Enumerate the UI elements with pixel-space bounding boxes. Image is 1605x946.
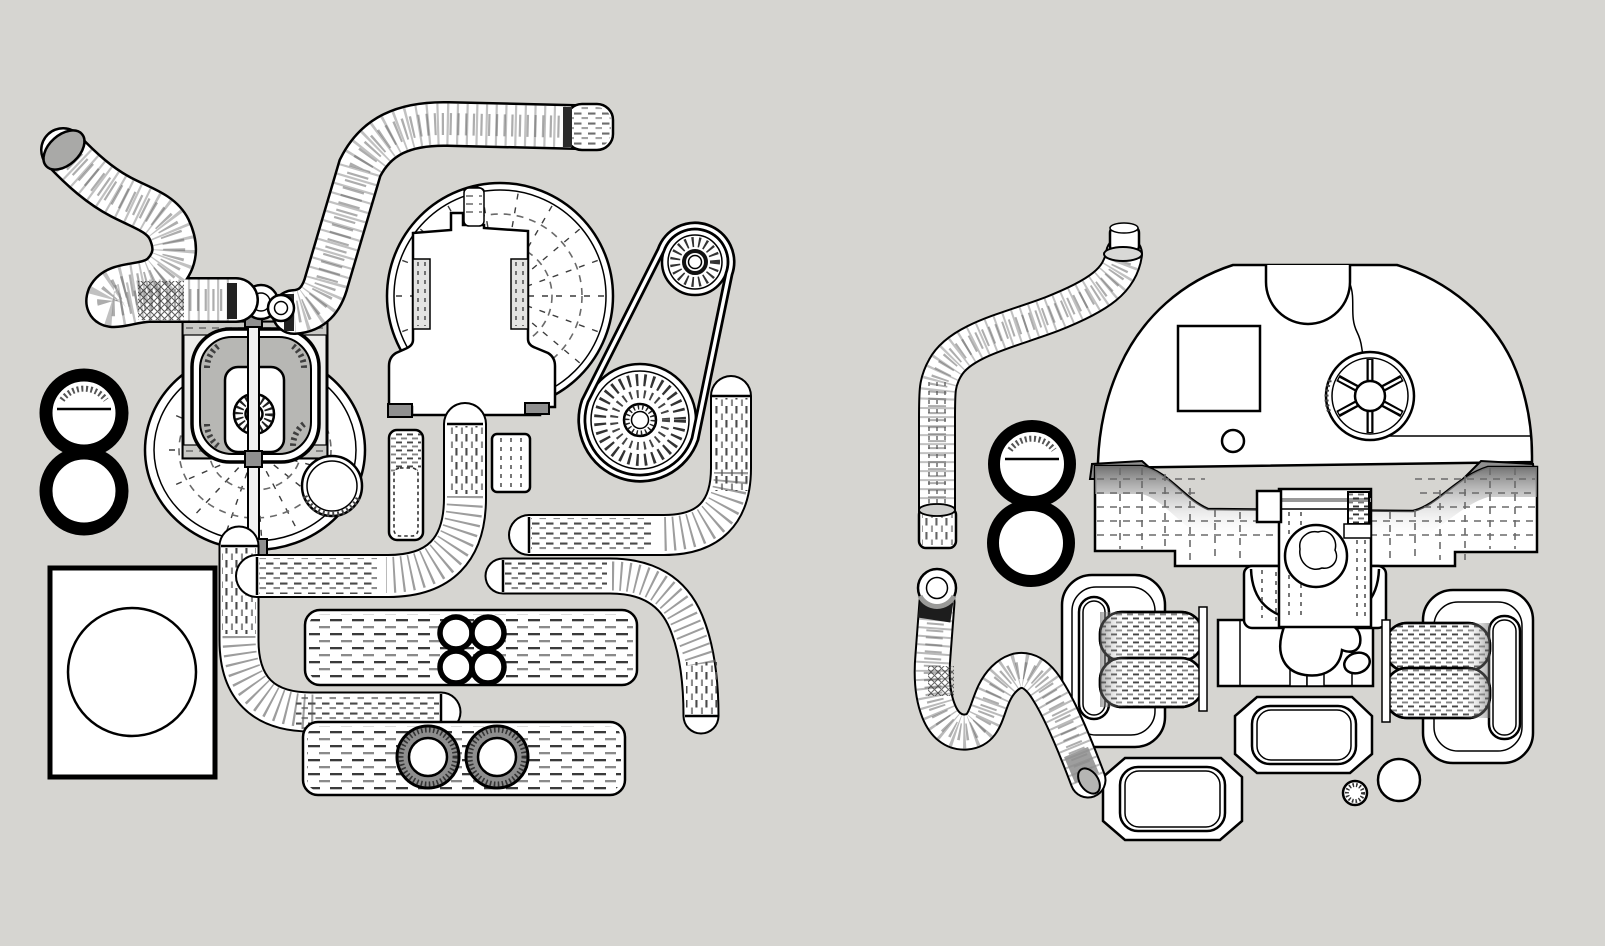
small-pulley: [660, 227, 730, 297]
hose-top-cap: [1103, 222, 1143, 262]
main-dome-cover: [1096, 263, 1534, 470]
finned-cartridge-left: [1098, 606, 1208, 712]
air-cleaner-left: [1060, 573, 1208, 749]
oval-pan-lower: [1101, 756, 1244, 842]
right-group-assembled-view: [917, 222, 1539, 842]
oval-pan-center: [1233, 695, 1374, 775]
pilot-hole: [1220, 428, 1246, 454]
hose-crosshatch: [138, 281, 184, 320]
pebble-gasket: [1343, 651, 1371, 675]
roller-ring-right: [464, 724, 530, 790]
hose-cuff: [917, 503, 958, 550]
hose-tip: [1077, 767, 1101, 795]
seal-ring-pair-left: [39, 368, 129, 536]
s-curve-hose: [36, 123, 237, 320]
rubber-ball: [1376, 757, 1422, 803]
hose-crosshatch: [928, 666, 954, 696]
curved-intake-hose: [917, 222, 1143, 550]
elbow-duct-b: [257, 424, 483, 595]
hose-end-band: [227, 283, 237, 319]
z-duct-upper: [529, 396, 750, 553]
motor-feet: [387, 402, 550, 418]
hose-end-cap: [563, 102, 615, 152]
seal-ring-pair-right: [987, 420, 1076, 587]
roller-ring-left: [395, 724, 461, 790]
brush-roller-bottom: [301, 720, 627, 797]
handle-recess: [1264, 265, 1352, 326]
air-cleaner-right: [1381, 588, 1535, 765]
filter-cartridge: [387, 428, 425, 542]
pulley-drive: [577, 221, 736, 483]
support-plate: [47, 565, 218, 780]
flex-drain-hose: [918, 567, 1104, 798]
left-group-exploded-view: [36, 102, 750, 797]
gasket-corner-hatch: [204, 343, 307, 449]
hub-wheel: [1324, 350, 1416, 442]
brush-roller-top: [303, 608, 639, 687]
z-duct-lower: [503, 560, 718, 716]
carburetor-column: [1255, 487, 1373, 629]
skirt-dash-columns: [1119, 468, 1516, 560]
motor-chimney: [463, 186, 485, 227]
side-wheel: [300, 454, 364, 518]
motor-brushes: [412, 258, 529, 330]
idler-disc: [1341, 779, 1369, 807]
spacer-block: [490, 432, 532, 494]
access-panel: [1176, 324, 1262, 413]
skirt-dash-rows: [1097, 478, 1535, 536]
long-bent-hose: [266, 102, 615, 331]
hose-open-end: [42, 129, 86, 171]
hose-cuff-ring: [266, 293, 296, 323]
motor-housing: [387, 186, 557, 418]
finned-cartridge-right: [1381, 619, 1492, 723]
